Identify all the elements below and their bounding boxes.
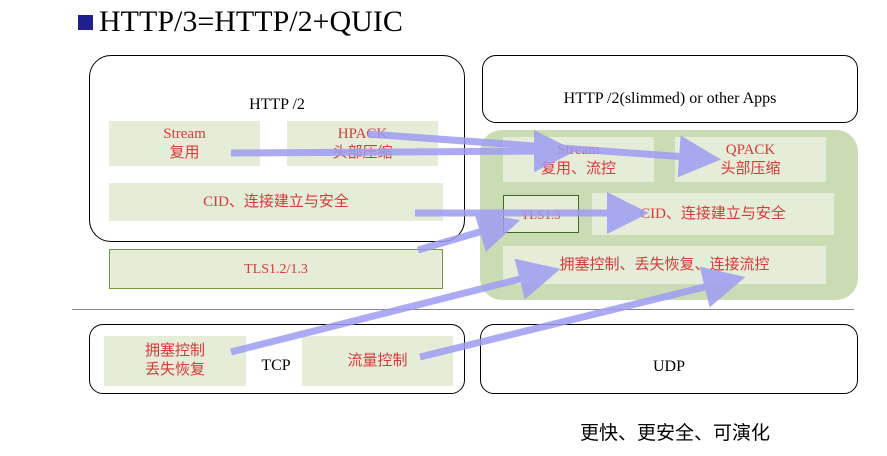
http2-stream-line2: 复用 [169, 144, 200, 161]
tcp-flow-cell: 流量控制 [302, 336, 453, 386]
http2-hpack-line1: HPACK [337, 125, 388, 142]
quic-tls13-cell: TLS1.3 [503, 195, 579, 233]
quic-stream-line1: Stream [557, 141, 600, 158]
layer-divider [72, 309, 854, 310]
http2-slimmed-box [482, 55, 858, 123]
http2-label: HTTP /2 [249, 96, 305, 113]
page-title: HTTP/3=HTTP/2+QUIC [99, 5, 403, 38]
quic-congestion-cell: 拥塞控制、丢失恢复、连接流控 [503, 246, 826, 284]
http2-slimmed-label: HTTP /2(slimmed) or other Apps [563, 90, 777, 107]
http2-hpack-line2: 头部压缩 [332, 144, 393, 161]
tcp-congestion-cell: 拥塞控制 丢失恢复 [104, 336, 246, 386]
http2-stream-cell: Stream 复用 [109, 121, 260, 166]
quic-stream-line2: 复用、流控 [540, 160, 616, 177]
tcp-label: TCP [261, 357, 291, 374]
title-row: HTTP/3=HTTP/2+QUIC [78, 2, 403, 42]
square-bullet-icon [78, 14, 93, 30]
udp-label: UDP [652, 358, 685, 375]
footer-caption: 更快、更安全、可演化 [579, 422, 770, 444]
quic-qpack-line2: 头部压缩 [720, 160, 781, 177]
quic-stream-cell: Stream 复用、流控 [503, 137, 654, 182]
http2-hpack-cell: HPACK 头部压缩 [287, 121, 438, 166]
http2-stream-line1: Stream [163, 125, 206, 142]
tls12-cell: TLS1.2/1.3 [109, 249, 443, 289]
quic-qpack-line1: QPACK [725, 141, 776, 158]
quic-qpack-cell: QPACK 头部压缩 [675, 137, 826, 182]
http2-cid-cell: CID、连接建立与安全 [109, 183, 443, 221]
tcp-congestion-line1: 拥塞控制 [144, 343, 205, 359]
tcp-congestion-line2: 丢失恢复 [144, 362, 205, 378]
quic-cid-cell: CID、连接建立与安全 [592, 193, 834, 235]
